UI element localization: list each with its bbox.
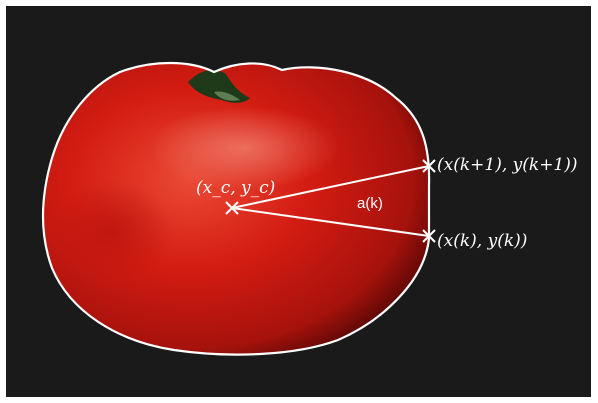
tomato-stem-glint — [214, 91, 240, 101]
point-k-label: (x(k), y(k)) — [437, 231, 527, 251]
point-k-plus-1-label: (x(k+1), y(k+1)) — [437, 155, 578, 175]
point-k-plus-1-marker — [422, 159, 436, 173]
point-k-marker — [422, 229, 436, 243]
radius-line-k-plus-1 — [231, 165, 430, 209]
centroid-label: (x_c, y_c) — [196, 178, 275, 198]
tomato-highlight — [149, 106, 339, 190]
area-label: a(k) — [357, 195, 383, 212]
tomato-stem — [188, 69, 250, 103]
radius-line-k — [231, 207, 430, 237]
centroid-marker — [225, 201, 239, 215]
contour-outline — [41, 61, 431, 356]
tomato-shadow-lobe — [50, 180, 174, 284]
